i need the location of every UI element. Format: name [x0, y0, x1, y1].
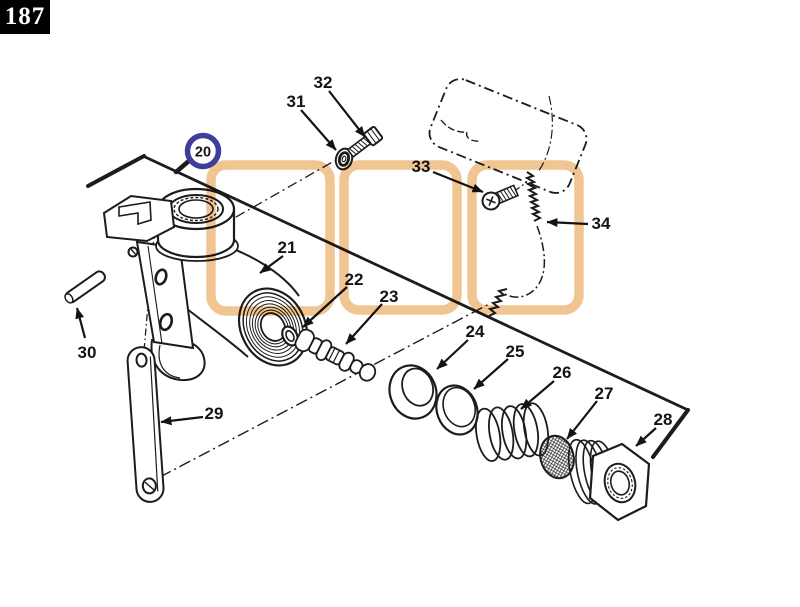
bolt-drawing: [346, 125, 384, 158]
lever-drawing: [126, 346, 165, 503]
leader-arrow-30: [75, 307, 87, 339]
callout-label-30: 30: [78, 343, 97, 362]
callout-label-32: 32: [314, 73, 333, 92]
callout-label-21: 21: [278, 238, 297, 257]
watermark: [206, 160, 584, 316]
callout-label-34: 34: [592, 214, 611, 233]
leader-arrow-29: [160, 415, 204, 426]
callout-label-31: 31: [287, 92, 306, 111]
group-bracket-line: [86, 154, 690, 459]
diaphragm-drawing: [435, 384, 479, 436]
page-number-badge: 187: [0, 0, 50, 34]
leader-arrow-31: [300, 109, 337, 151]
bushing-drawing: [567, 438, 651, 522]
callout-label-26: 26: [553, 363, 572, 382]
callout-label-28: 28: [654, 410, 673, 429]
cup-washer-drawing: [388, 364, 438, 420]
leader-arrow-25: [473, 358, 509, 390]
watermark-box-3: [467, 160, 584, 315]
leader-arrow-28: [635, 427, 657, 447]
leader-arrow-32: [328, 90, 366, 138]
leader-arrow-24: [436, 339, 469, 370]
leader-arrow-26: [520, 380, 555, 410]
highlight-circle-20: 20: [184, 132, 222, 170]
leader-arrow-21: [259, 255, 284, 274]
callout-label-29: 29: [205, 404, 224, 423]
leader-arrow-27: [566, 400, 598, 440]
screen-drawing: [539, 434, 575, 480]
page-number: 187: [4, 3, 46, 30]
callout-label-20: 20: [195, 145, 211, 161]
screw-drawing: [481, 184, 520, 211]
pin-drawing: [64, 270, 106, 304]
watermark-box-2: [339, 160, 462, 315]
callout-label-23: 23: [380, 287, 399, 306]
callout-label-22: 22: [345, 270, 364, 289]
callout-label-25: 25: [506, 342, 525, 361]
callout-label-27: 27: [595, 384, 614, 403]
stem-drawing: [294, 328, 377, 382]
callout-labels: 21 22 23 24 25 26 27 28 29 30 31 32 33 3…: [78, 73, 673, 429]
watermark-box-1: [206, 160, 335, 316]
callout-label-24: 24: [466, 322, 485, 341]
